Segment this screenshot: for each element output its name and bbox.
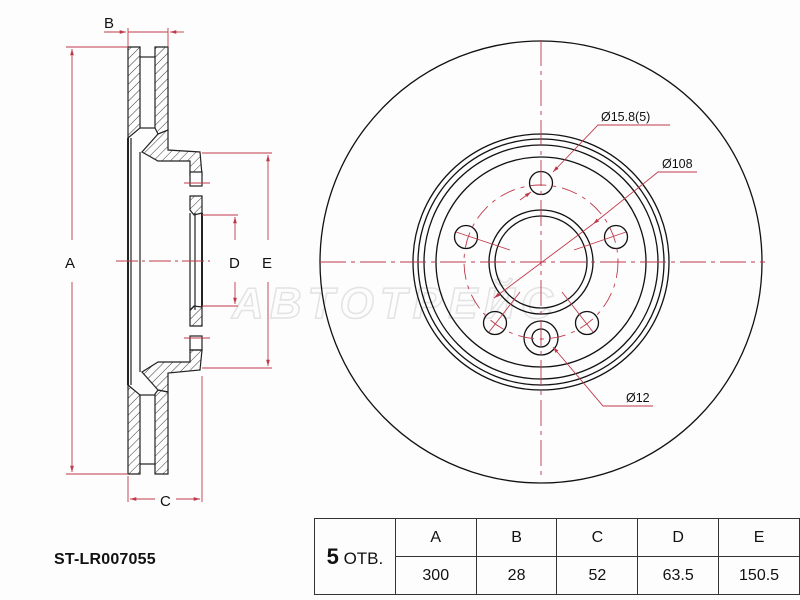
dim-label-e: E: [262, 255, 272, 272]
dim-label-c: C: [160, 493, 171, 510]
bolt-hole: [482, 310, 508, 336]
bolt-hole: [603, 224, 629, 250]
front-callout-labels: Ø15.8(5) Ø108 Ø12: [601, 110, 693, 405]
header-b: B: [475, 518, 558, 557]
holes-label: ОТВ.: [343, 548, 384, 568]
watermark: ABTOTPEЙC: [231, 277, 559, 328]
dim-label-b: B: [104, 15, 114, 32]
callout-bolt-hole: Ø15.8(5): [601, 110, 650, 124]
side-dimension-labels: B A D E C: [65, 15, 272, 510]
header-d: D: [637, 518, 720, 557]
bolt-hole: [453, 224, 479, 250]
dim-label-d: D: [229, 255, 240, 272]
pcd-circle: [463, 184, 619, 340]
header-c: C: [556, 518, 639, 557]
header-e: E: [718, 518, 800, 557]
spec-table: 5 ОТВ. A B C D E 300 28 52 63.5 150.5: [314, 518, 800, 595]
callout-pcd: Ø108: [662, 157, 693, 171]
holes-count: 5: [326, 543, 339, 569]
callout-small-hole: Ø12: [626, 391, 650, 405]
part-number: ST-LR007055: [54, 551, 156, 568]
bolt-hole: [574, 310, 600, 336]
value-b: 28: [475, 556, 558, 595]
value-c: 52: [556, 556, 639, 595]
value-a: 300: [394, 556, 477, 595]
front-centerlines: [320, 40, 765, 480]
holes-cell: 5 ОТВ.: [314, 518, 396, 595]
value-e: 150.5: [718, 556, 800, 595]
side-dimensions: [66, 28, 272, 502]
dim-label-a: A: [65, 255, 75, 272]
value-d: 63.5: [637, 556, 720, 595]
side-section-view: [127, 46, 203, 475]
header-a: A: [394, 518, 477, 557]
